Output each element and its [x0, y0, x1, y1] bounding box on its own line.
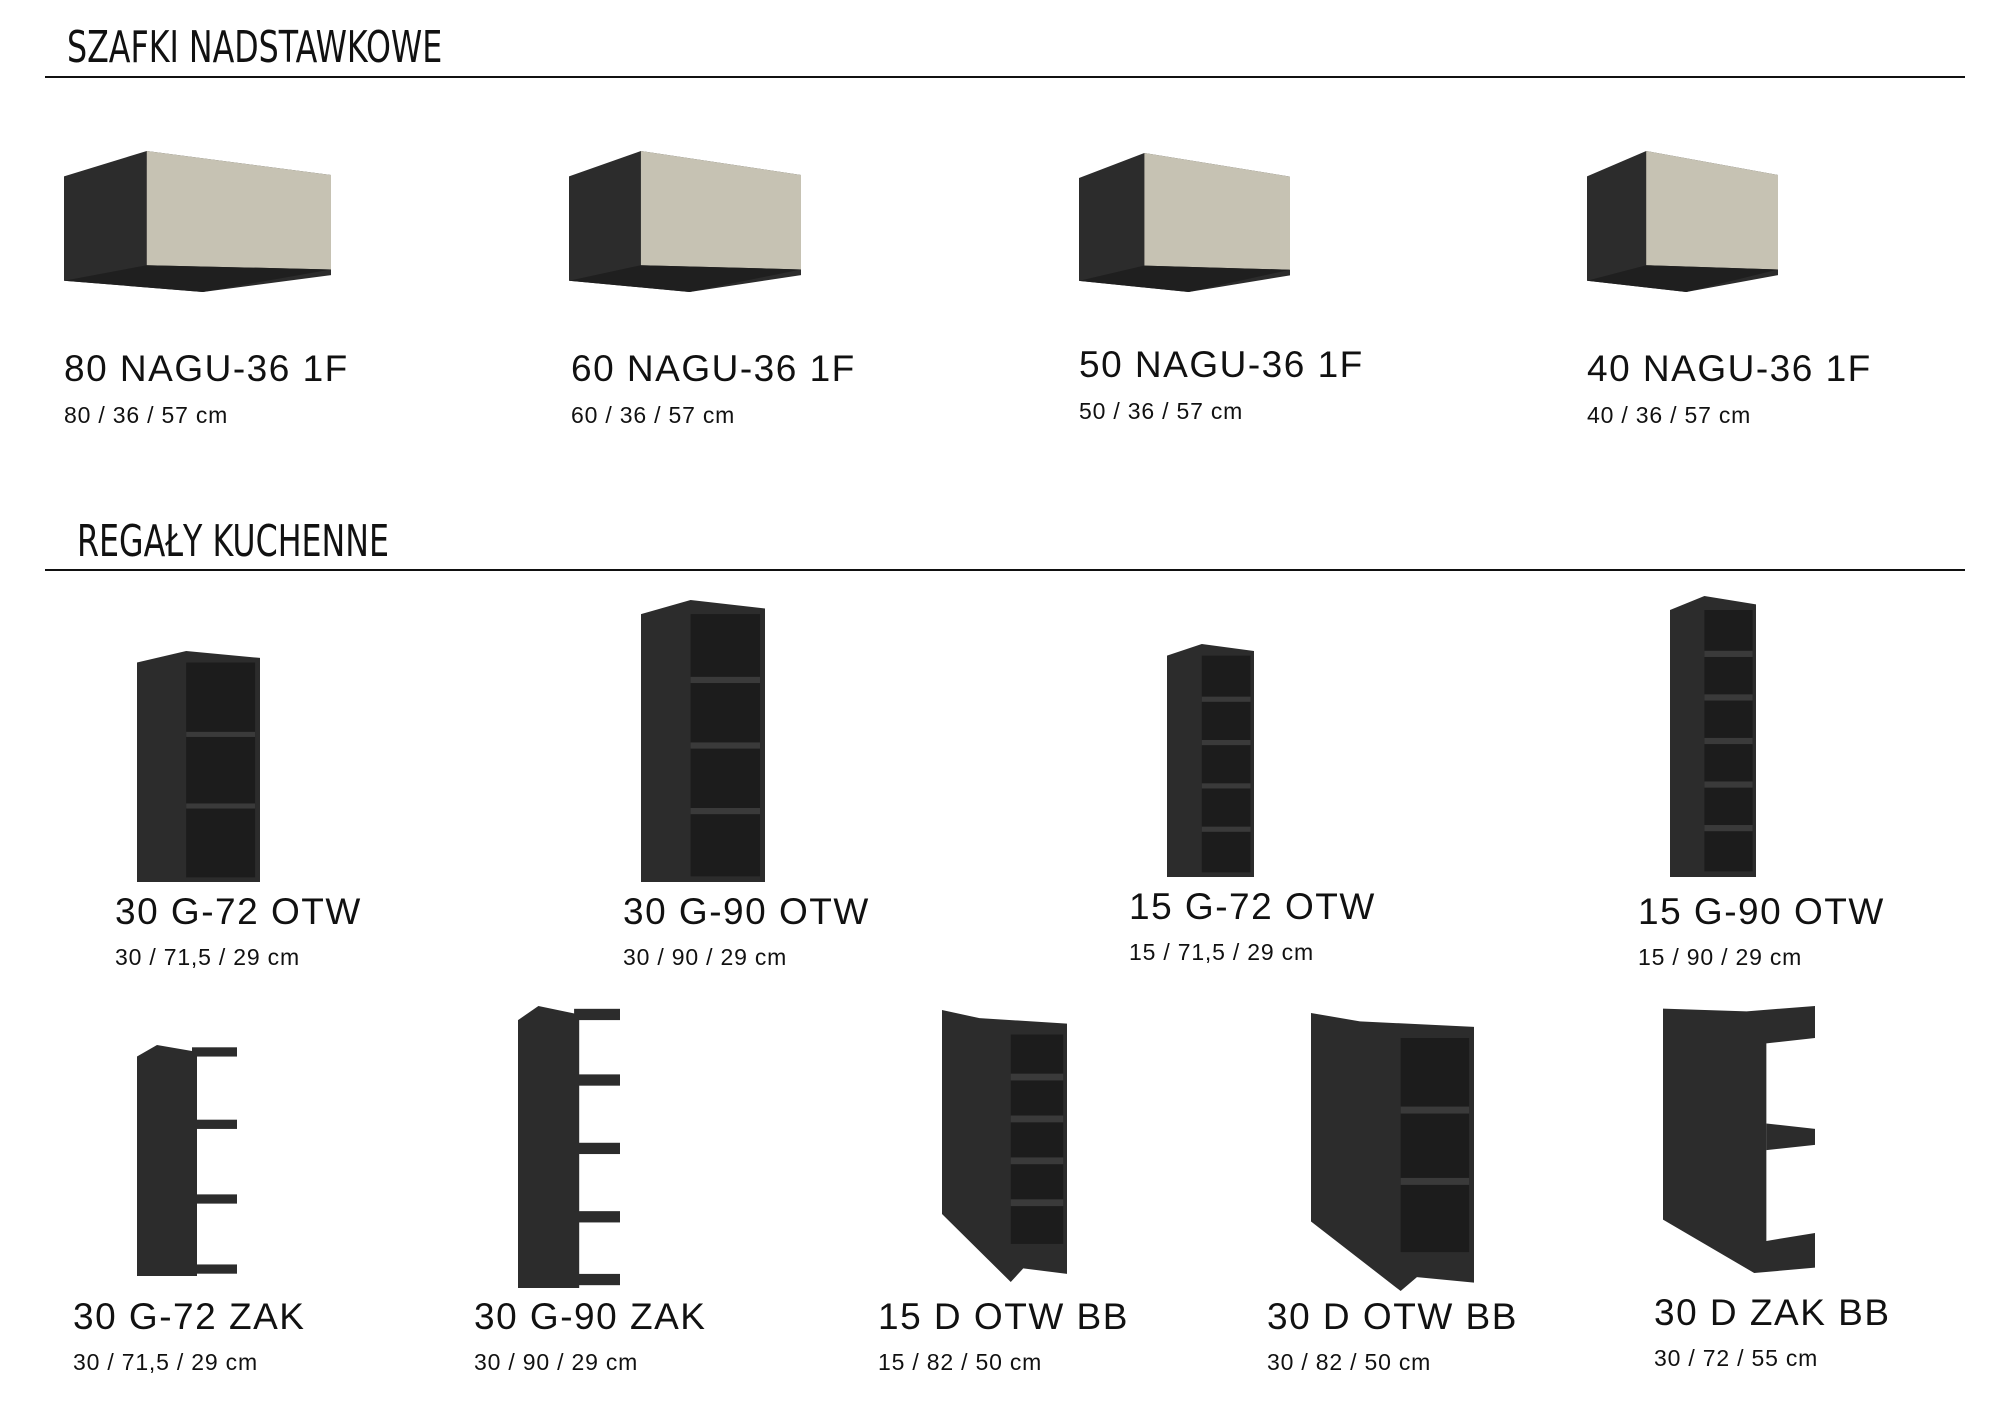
product-dimensions: 30 / 71,5 / 29 cm [115, 944, 300, 970]
shelf-opening [1201, 655, 1251, 873]
side-panel [137, 1045, 197, 1276]
shelf-board [192, 1047, 237, 1057]
shelf-board [1704, 737, 1753, 745]
cabinet-front [146, 151, 331, 270]
section-title-kitchen-shelves: REGAŁY KUCHENNE [77, 516, 389, 567]
shelf-board [1766, 1123, 1815, 1151]
shelf-image [1167, 644, 1254, 877]
shelf-board [690, 676, 761, 684]
product-dimensions: 80 / 36 / 57 cm [64, 402, 229, 428]
side-panel [1663, 1006, 1815, 1273]
product-name: 30 G-72 OTW [115, 891, 362, 932]
shelf-board [574, 1211, 620, 1223]
cabinet-bottom [1079, 265, 1290, 292]
shelf-board [1704, 825, 1753, 832]
shelf-board [1400, 1177, 1470, 1185]
product-dimensions: 30 / 72 / 55 cm [1654, 1345, 1819, 1371]
shelf-board [192, 1119, 237, 1129]
product-dimensions: 40 / 36 / 57 cm [1587, 402, 1752, 428]
shelf-opening [1400, 1038, 1470, 1253]
shelf-board [1010, 1199, 1064, 1207]
cabinet-image [64, 151, 331, 292]
shelf-board [1201, 783, 1251, 789]
product-name: 60 NAGU-36 1F [571, 348, 856, 389]
shelf-image [641, 600, 765, 882]
product-dimensions: 15 / 90 / 29 cm [1638, 944, 1803, 970]
shelf-board [1704, 694, 1753, 701]
shelf-image [942, 1010, 1067, 1282]
product-dimensions: 15 / 82 / 50 cm [878, 1349, 1043, 1375]
product-name: 30 G-72 ZAK [73, 1296, 306, 1337]
cabinet-bottom [1587, 265, 1778, 292]
product-dimensions: 30 / 90 / 29 cm [474, 1349, 639, 1375]
shelf-board [192, 1194, 237, 1204]
product-name: 15 G-90 OTW [1638, 891, 1885, 932]
shelf-board [1010, 1157, 1064, 1165]
shelf-opening [186, 662, 256, 878]
product-name: 15 D OTW BB [878, 1296, 1129, 1337]
side-panel [518, 1006, 580, 1288]
shelf-board [192, 1264, 237, 1274]
product-dimensions: 50 / 36 / 57 cm [1079, 398, 1244, 424]
product-dimensions: 15 / 71,5 / 29 cm [1129, 939, 1314, 965]
shelf-image [518, 1006, 620, 1288]
cabinet-front [640, 151, 801, 270]
section-title-wall-cabinets: SZAFKI NADSTAWKOWE [67, 22, 443, 73]
cabinet-image [1587, 151, 1778, 292]
shelf-opening [1010, 1034, 1064, 1244]
shelf-board [1201, 739, 1251, 746]
cabinet-bottom [64, 265, 331, 292]
product-name: 30 G-90 OTW [623, 891, 870, 932]
shelf-board [1010, 1073, 1064, 1081]
shelf-board [574, 1142, 620, 1155]
shelf-board [690, 742, 761, 749]
shelf-board [574, 1273, 620, 1286]
product-name: 30 G-90 ZAK [474, 1296, 707, 1337]
section-divider [45, 569, 1965, 571]
product-name: 50 NAGU-36 1F [1079, 344, 1364, 385]
shelf-board [1704, 650, 1753, 657]
product-name: 80 NAGU-36 1F [64, 348, 349, 389]
shelf-board [574, 1008, 620, 1021]
shelf-image [1663, 1006, 1815, 1273]
product-dimensions: 60 / 36 / 57 cm [571, 402, 736, 428]
product-dimensions: 30 / 90 / 29 cm [623, 944, 788, 970]
shelf-board [574, 1074, 620, 1086]
shelf-image [1670, 596, 1756, 877]
cabinet-front [1144, 153, 1290, 270]
product-dimensions: 30 / 71,5 / 29 cm [73, 1349, 258, 1375]
shelf-board [1201, 696, 1251, 702]
product-name: 40 NAGU-36 1F [1587, 348, 1872, 389]
shelf-board [186, 731, 256, 737]
shelf-image [1311, 1013, 1474, 1291]
shelf-board [1400, 1106, 1470, 1114]
product-name: 30 D OTW BB [1267, 1296, 1518, 1337]
shelf-board [690, 807, 761, 815]
product-dimensions: 30 / 82 / 50 cm [1267, 1349, 1432, 1375]
section-divider [45, 76, 1965, 78]
cabinet-image [1079, 153, 1290, 292]
shelf-image [137, 1045, 237, 1276]
shelf-board [1010, 1115, 1064, 1123]
shelf-board [1201, 826, 1251, 832]
cabinet-image [569, 151, 801, 292]
product-name: 15 G-72 OTW [1129, 886, 1376, 927]
shelf-image [137, 651, 260, 882]
cabinet-front [1646, 151, 1778, 270]
cabinet-bottom [569, 265, 801, 292]
product-name: 30 D ZAK BB [1654, 1292, 1891, 1333]
shelf-board [1704, 781, 1753, 788]
shelf-board [186, 803, 256, 809]
